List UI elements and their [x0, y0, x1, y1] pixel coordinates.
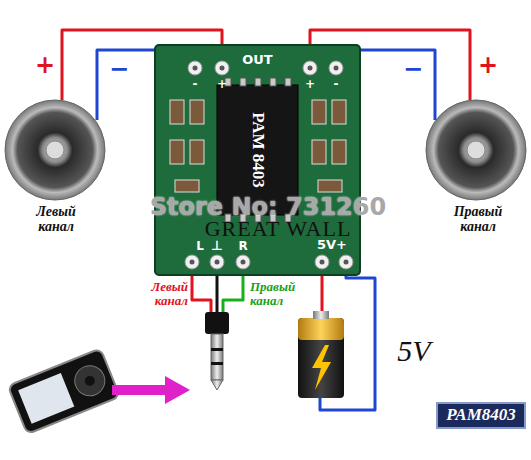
signal-name: Левый канал	[151, 279, 188, 308]
polarity-mark: +	[478, 51, 498, 79]
pin-name: -	[193, 77, 198, 91]
polarity-mark: −	[402, 56, 424, 82]
pointer-arrow	[112, 376, 190, 404]
channel-caption: Левый канал	[18, 204, 94, 235]
channel-caption: Левый канал	[36, 204, 76, 234]
pin-name: -	[189, 78, 201, 91]
pin-name: 5V+	[310, 238, 354, 252]
pin-name: R	[238, 239, 247, 253]
channel-caption: Правый канал	[454, 204, 503, 234]
ground-symbol: ⊥	[211, 238, 223, 253]
wires	[62, 30, 470, 410]
pin-name: +	[216, 78, 228, 91]
pin-name: -	[330, 78, 342, 91]
ground-symbol: ⊥	[210, 239, 224, 253]
pcb-board	[155, 45, 360, 275]
chip-marking: PAM 8403	[247, 112, 267, 188]
signal-name: Левый канал	[124, 280, 188, 309]
channel-caption: Правый канал	[437, 204, 519, 235]
audio-jack	[205, 312, 229, 390]
pin-name: 5V+	[317, 237, 347, 252]
wire	[310, 30, 470, 100]
watermark: GREAT WALL	[148, 217, 408, 241]
signal-name: Правый канал	[250, 279, 295, 308]
pin-name: +	[305, 77, 315, 91]
model-badge: PAM8403	[436, 402, 526, 429]
model-badge: PAM8403	[446, 405, 516, 424]
pin-name: +	[304, 78, 316, 91]
voltage-label: 5V	[397, 334, 430, 367]
polarity-mark: −	[109, 55, 129, 83]
board-label: OUT	[155, 52, 360, 67]
pin-name: R	[236, 240, 250, 253]
pin-name: +	[217, 77, 227, 91]
polarity-mark: −	[403, 55, 423, 83]
polarity-mark: +	[477, 52, 499, 78]
pin-name: L	[196, 239, 204, 253]
battery	[298, 311, 344, 398]
speaker	[5, 100, 526, 200]
signal-name: Правый канал	[250, 280, 320, 309]
polarity-mark: +	[34, 52, 56, 78]
polarity-mark: −	[108, 56, 130, 82]
pin-name: L	[193, 240, 207, 253]
pin-name: -	[334, 77, 339, 91]
music-player	[8, 348, 120, 434]
polarity-mark: +	[35, 51, 55, 79]
voltage-label: 5V	[384, 334, 444, 367]
